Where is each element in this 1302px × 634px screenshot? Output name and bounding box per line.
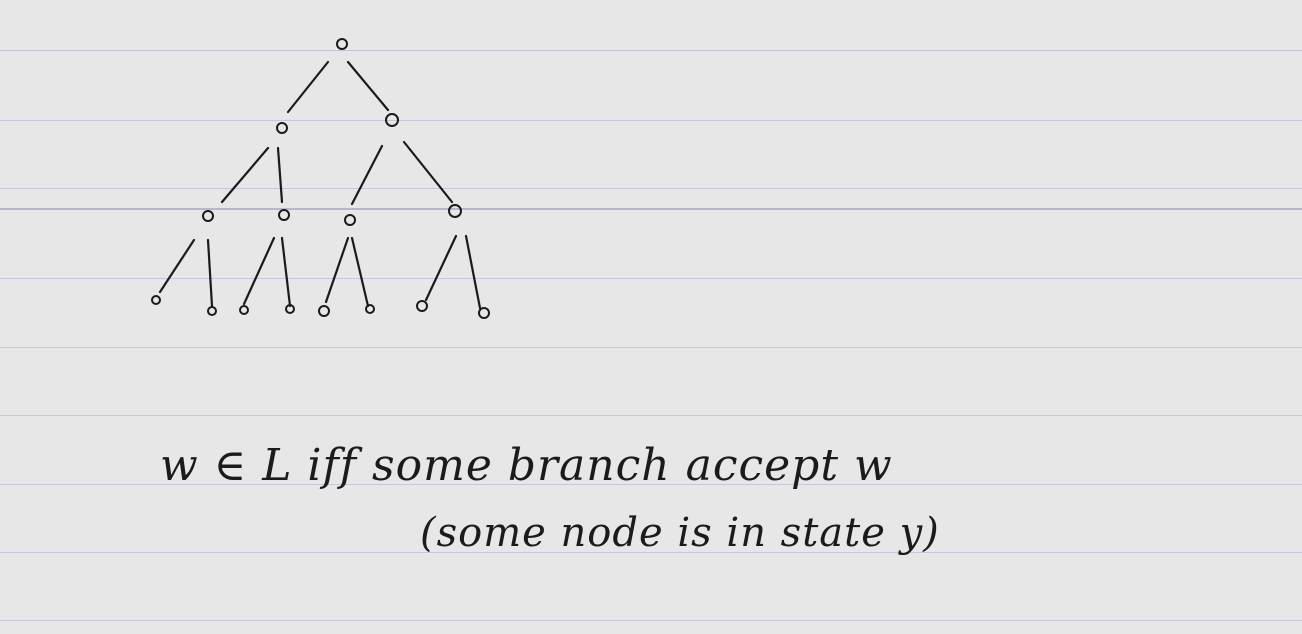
node-circle-icon [478, 307, 490, 319]
ruled-line [0, 552, 1302, 553]
tree-edge [286, 60, 330, 114]
node-circle-icon [202, 210, 214, 222]
ruled-line [0, 347, 1302, 348]
tree-edge [346, 60, 390, 112]
node-circle-icon [385, 113, 399, 127]
tree-edges [158, 60, 482, 310]
node-circle-icon [285, 304, 295, 314]
ruled-line [0, 484, 1302, 485]
node-circle-icon [336, 38, 348, 50]
node-circle-icon [318, 305, 330, 317]
tree-edge [402, 140, 454, 204]
tree-edge [350, 236, 370, 308]
ruled-line [0, 120, 1302, 121]
tree-edge [350, 144, 384, 206]
tree-edge [424, 234, 458, 302]
node-circle-icon [365, 304, 375, 314]
node-circle-icon [448, 204, 462, 218]
node-circle-icon [416, 300, 428, 312]
tree-edge [276, 146, 284, 204]
ruled-line [0, 188, 1302, 189]
node-circle-icon [276, 122, 288, 134]
tree-edge [206, 238, 214, 308]
node-circle-icon [278, 209, 290, 221]
membership-clarification: (some node is in state y) [420, 510, 940, 556]
ruled-line [0, 278, 1302, 279]
tree-edge [220, 146, 270, 204]
tree-edge [464, 234, 482, 310]
node-circle-icon [207, 306, 217, 316]
ruled-line [0, 415, 1302, 416]
tree-edge [242, 236, 276, 306]
tree-edge [324, 236, 350, 304]
tree-edge [158, 238, 196, 294]
tree-edge [280, 236, 292, 308]
ruled-line [0, 620, 1302, 621]
node-circle-icon [344, 214, 356, 226]
ruled-line [0, 208, 1302, 210]
ruled-line [0, 50, 1302, 51]
tree-nodes [151, 38, 490, 319]
node-circle-icon [151, 295, 161, 305]
membership-statement: w ∈ L iff some branch accept w [160, 440, 893, 491]
node-circle-icon [239, 305, 249, 315]
